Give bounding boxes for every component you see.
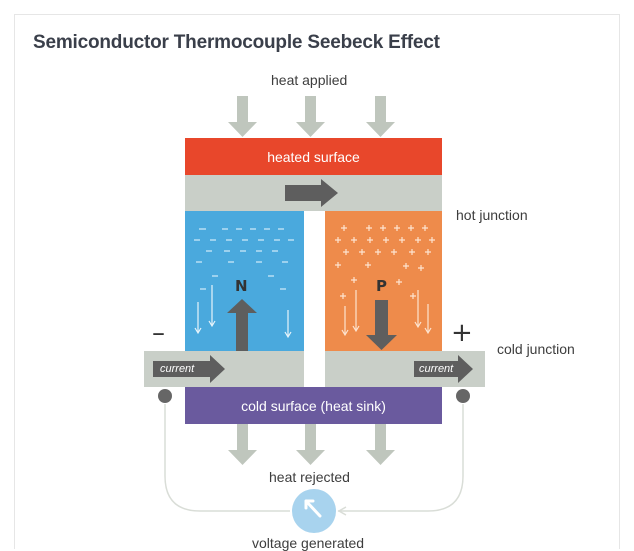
diagram-frame bbox=[14, 14, 620, 549]
cold-surface-label: cold surface (heat sink) bbox=[241, 398, 386, 414]
p-type-label: P bbox=[376, 277, 387, 295]
heat-arrow-icon bbox=[296, 96, 325, 137]
electron-dashes bbox=[194, 228, 294, 290]
heated-surface-label: heated surface bbox=[267, 149, 360, 165]
n-thin-arrows bbox=[194, 285, 292, 339]
wire-arrow-icon bbox=[337, 506, 347, 516]
current-arrow-icon-right bbox=[414, 355, 473, 383]
n-type-label: N bbox=[235, 277, 248, 295]
external-circuit-wire bbox=[164, 404, 464, 512]
heat-applied-label: heat applied bbox=[271, 72, 348, 88]
heat-arrow-icon bbox=[366, 96, 395, 137]
heat-rejected-arrows bbox=[228, 424, 395, 465]
terminal-dot-icon bbox=[456, 389, 470, 403]
heat-applied-arrows bbox=[228, 96, 395, 137]
heat-arrow-icon bbox=[366, 424, 395, 465]
current-label-left: current bbox=[160, 363, 195, 375]
current-label-right: current bbox=[419, 363, 454, 375]
heat-arrow-icon bbox=[228, 96, 257, 137]
negative-terminal-sign: – bbox=[152, 318, 165, 348]
hot-current-arrow-icon bbox=[285, 179, 338, 207]
terminal-dot-icon bbox=[158, 389, 172, 403]
p-thin-arrows bbox=[341, 290, 432, 337]
hole-pluses bbox=[335, 225, 435, 299]
hot-junction-label: hot junction bbox=[456, 207, 528, 223]
positive-terminal-sign: + bbox=[451, 318, 473, 348]
p-down-arrow-icon bbox=[366, 300, 397, 350]
heat-rejected-label: heat rejected bbox=[269, 469, 350, 485]
cold-surface-bar bbox=[185, 387, 442, 424]
current-arrow-icon-left bbox=[153, 355, 225, 383]
heat-arrow-icon bbox=[296, 424, 325, 465]
heated-surface-bar bbox=[185, 138, 442, 175]
voltage-generated-label: voltage generated bbox=[252, 535, 365, 551]
n-up-arrow-icon bbox=[227, 299, 257, 351]
cold-junction-label: cold junction bbox=[497, 341, 575, 357]
diagram-title: Semiconductor Thermocouple Seebeck Effec… bbox=[33, 32, 440, 53]
heat-arrow-icon bbox=[228, 424, 257, 465]
voltmeter-needle bbox=[304, 499, 322, 518]
